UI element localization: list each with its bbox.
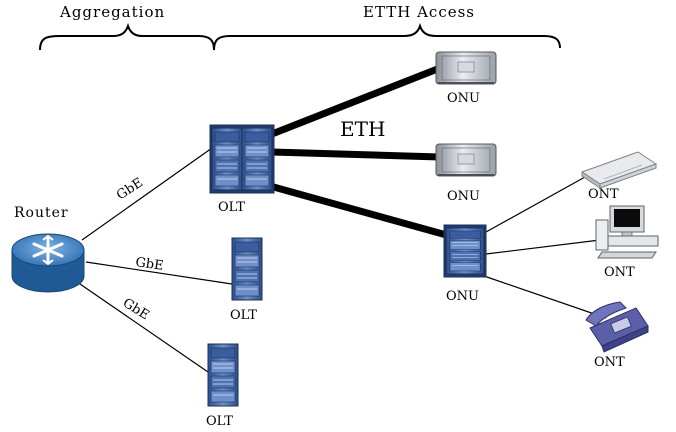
onu-bottom-icon [443,224,487,278]
olt-bottom-icon [207,343,239,407]
etth-access-brace [213,22,561,51]
computer-icon [595,205,659,259]
olt-top-label: OLT [218,200,245,215]
eth-link-middle [271,148,441,161]
aggregation-brace [39,22,215,51]
onu-bottom-label: ONU [446,289,479,304]
router-icon [11,233,85,293]
onu-middle-icon [435,143,497,177]
link-router-olt-top [81,147,213,241]
link-router-olt-middle [85,261,233,285]
link-onu-computer [485,239,601,255]
olt-middle-label: OLT [230,308,257,323]
telephone-icon [585,301,649,353]
gbe-label-3: GbE [120,296,152,324]
gbe-label-2: GbE [134,255,164,274]
gbe-label-1: GbE [114,175,146,203]
onu-top-label: ONU [447,91,480,106]
eth-link-top [270,64,442,138]
router-label: Router [14,205,69,221]
aggregation-label: Aggregation [59,3,165,21]
link-onu-phone [483,275,607,319]
olt-middle-icon [231,237,263,301]
link-onu-modem [485,171,595,233]
olt-bottom-label: OLT [206,414,233,429]
olt-top-icon [209,124,275,194]
eth-link-bottom [269,182,451,240]
ont-phone-label: ONT [594,355,625,370]
link-router-olt-bottom [79,283,209,373]
eth-label: ETH [340,117,385,141]
ont-modem-label: ONT [588,187,619,202]
onu-top-icon [435,51,497,85]
etth-access-label: ETTH Access [363,3,475,21]
ont-computer-label: ONT [604,265,635,280]
modem-icon [580,151,658,189]
onu-middle-label: ONU [447,189,480,204]
